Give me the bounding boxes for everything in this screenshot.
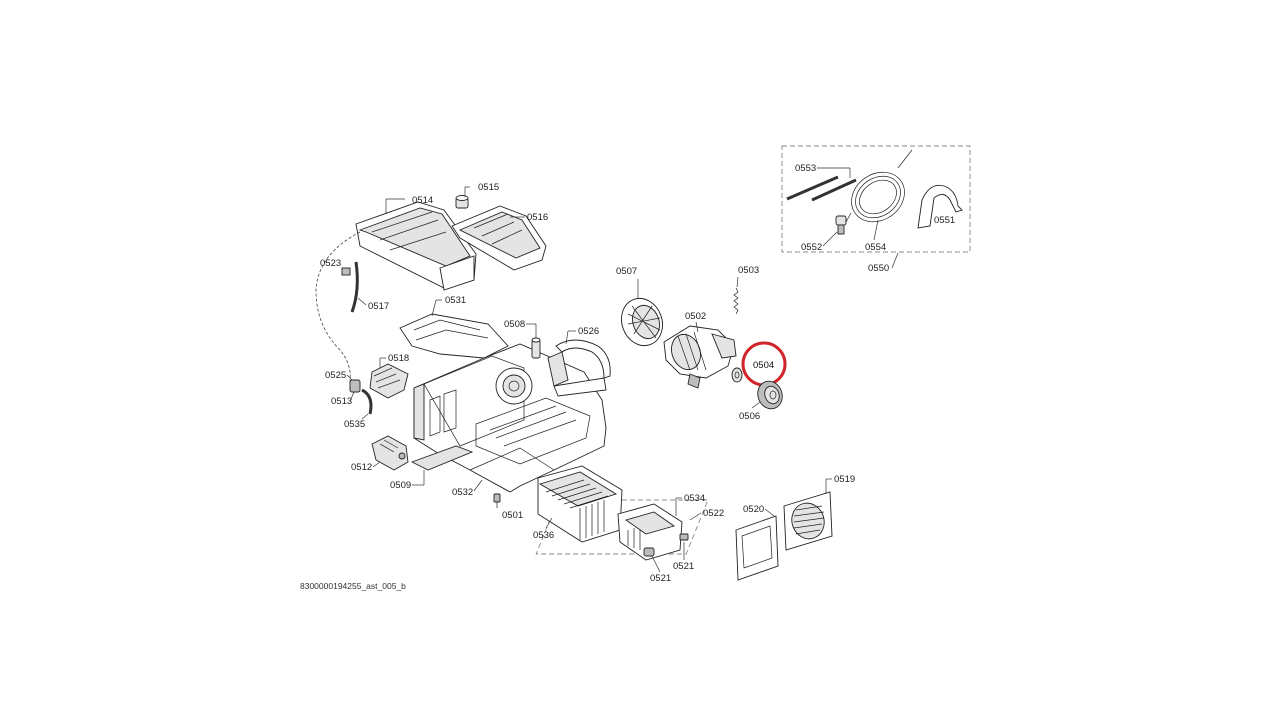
part-0554-hose-coil[interactable] <box>842 149 914 232</box>
drawing-reference-number: 8300000194255_ast_005_b <box>300 581 406 591</box>
part-0552-plug[interactable] <box>835 215 847 235</box>
label-0552: 0552 <box>801 242 822 253</box>
label-0521-right: 0521 <box>673 561 694 572</box>
label-0531: 0531 <box>445 295 466 306</box>
kit-boundary <box>781 145 971 253</box>
label-0516: 0516 <box>527 212 548 223</box>
part-0536-heat-exchanger[interactable] <box>537 465 623 543</box>
part-0504-motor-pulley[interactable] <box>731 367 743 383</box>
part-0535-hose[interactable] <box>361 388 373 415</box>
label-0515: 0515 <box>478 182 499 193</box>
label-0536: 0536 <box>533 530 554 541</box>
label-0532: 0532 <box>452 487 473 498</box>
label-0520: 0520 <box>743 504 764 515</box>
part-0515-filler-cap[interactable] <box>455 195 469 209</box>
part-0534-filter-insert[interactable] <box>617 503 683 561</box>
label-0526: 0526 <box>578 326 599 337</box>
part-0519-vent-grille[interactable] <box>783 491 833 551</box>
label-0509: 0509 <box>390 480 411 491</box>
part-0513-connector[interactable] <box>349 379 361 393</box>
label-0523: 0523 <box>320 258 341 269</box>
filter-kit-0534-boundary <box>535 499 709 555</box>
part-0523-clip[interactable] <box>341 267 351 276</box>
part-0551-hose-bracket[interactable] <box>917 184 963 229</box>
part-0503-tension-spring[interactable] <box>733 287 739 315</box>
label-0554: 0554 <box>865 242 886 253</box>
part-0507-fan-wheel[interactable] <box>615 293 669 352</box>
label-0508: 0508 <box>504 319 525 330</box>
part-0517-drain-hose[interactable] <box>350 261 359 313</box>
label-0501: 0501 <box>502 510 523 521</box>
label-0551: 0551 <box>934 215 955 226</box>
label-0534: 0534 <box>684 493 705 504</box>
accessory-kit-0550: 0553 0552 0554 0551 0550 <box>781 145 971 274</box>
part-0508-sensor[interactable] <box>531 337 541 359</box>
part-0553-rod[interactable] <box>786 175 839 201</box>
label-0514: 0514 <box>412 195 433 206</box>
label-0502: 0502 <box>685 311 706 322</box>
part-0518-electronic-module[interactable] <box>369 363 409 399</box>
part-0522-seal[interactable] <box>679 533 689 541</box>
label-0503: 0503 <box>738 265 759 276</box>
label-0504: 0504 <box>753 360 774 371</box>
label-0517: 0517 <box>368 301 389 312</box>
part-0506-idler-wheel[interactable] <box>754 378 786 413</box>
label-0518: 0518 <box>388 353 409 364</box>
label-0507: 0507 <box>616 266 637 277</box>
part-0514-water-tank[interactable] <box>355 201 477 291</box>
part-0512-pump[interactable] <box>371 435 409 471</box>
label-0553: 0553 <box>795 163 816 174</box>
part-0502-motor[interactable] <box>663 325 737 389</box>
label-0506: 0506 <box>739 411 760 422</box>
label-0550: 0550 <box>868 263 889 274</box>
label-0512: 0512 <box>351 462 372 473</box>
label-0522: 0522 <box>703 508 724 519</box>
label-0513: 0513 <box>331 396 352 407</box>
label-0525: 0525 <box>325 370 346 381</box>
part-0509-cover-panel[interactable] <box>410 445 474 471</box>
part-0523-cable[interactable] <box>315 231 361 383</box>
label-0535: 0535 <box>344 419 365 430</box>
part-0526-fan-housing[interactable] <box>547 339 611 397</box>
part-0516-tank-cover[interactable] <box>451 205 547 271</box>
part-0501-screw[interactable] <box>493 493 501 508</box>
part-0520-access-flap[interactable] <box>735 515 779 581</box>
label-0519: 0519 <box>834 474 855 485</box>
label-0521-left: 0521 <box>650 573 671 584</box>
